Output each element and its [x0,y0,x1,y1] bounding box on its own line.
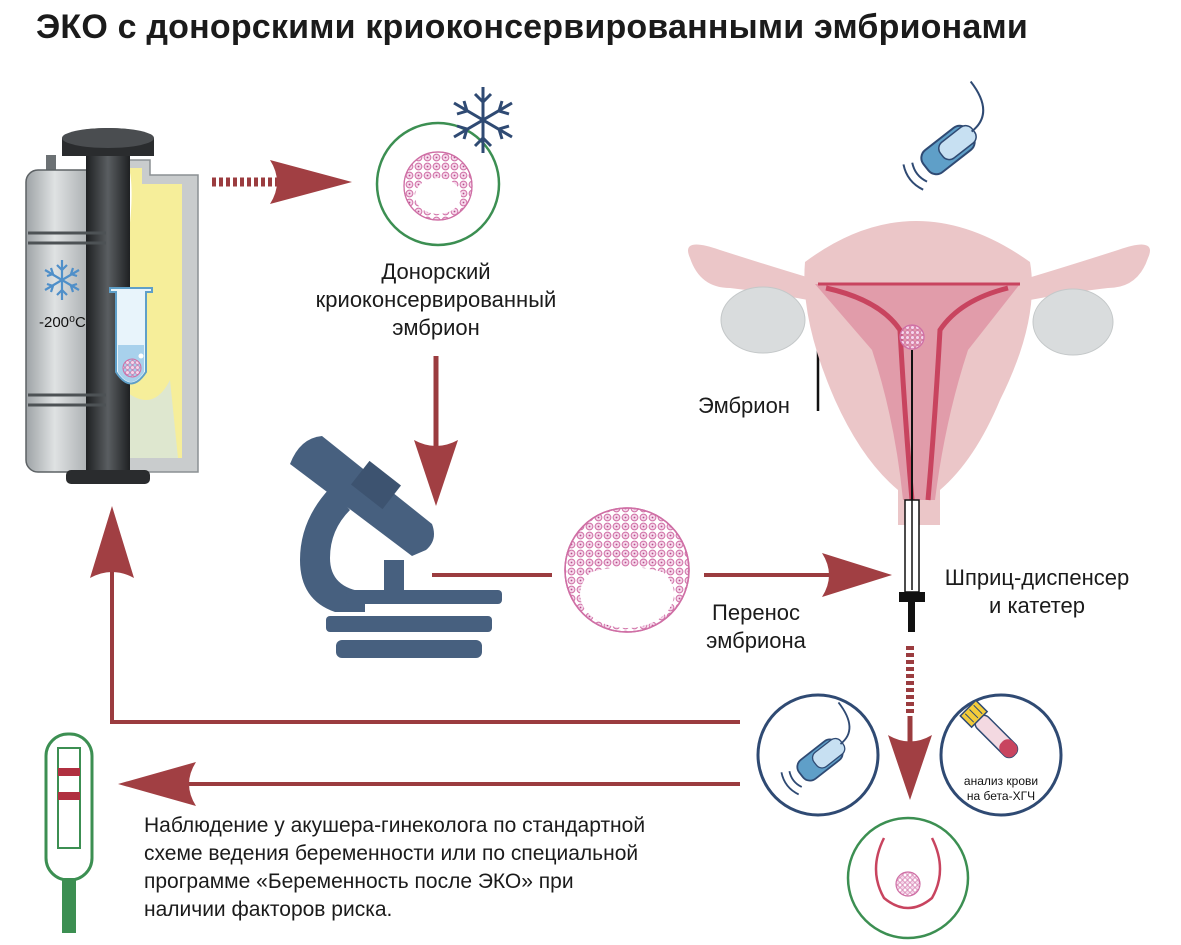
transfer-line-1: Перенос [712,600,800,625]
syringe-line-1: Шприц-диспенсер [944,565,1130,590]
ultrasound-check-circle [756,693,880,817]
observation-line-2: схеме ведения беременности или по специа… [144,842,639,865]
uterus-icon [688,221,1150,525]
process-arrows [90,160,932,806]
blood-test-line-1: анализ крови [963,774,1039,788]
blood-test-tube-icon [959,699,1019,759]
transfer-label: Перенос эмбриона [686,599,826,655]
cryo-tank-icon [25,128,199,484]
microscope-icon [290,436,502,658]
syringe-line-2: и катетер [989,593,1085,618]
pregnancy-test-icon [44,732,94,933]
blood-test-circle [939,693,1063,817]
donor-embryo-icon [375,87,513,247]
observation-line-1: Наблюдение у акушера-гинеколога по станд… [144,814,646,837]
donor-embryo-line-1: Донорский [381,259,491,284]
blood-test-line-2: на бета-ХГЧ [966,789,1036,803]
embryo-icon [564,507,690,633]
transfer-line-2: эмбриона [706,628,806,653]
observation-note: Наблюдение у акушера-гинеколога по станд… [144,812,645,924]
blood-test-label: анализ крови на бета-ХГЧ [951,774,1051,804]
ultrasound-probe-icon [780,701,851,796]
page-title: ЭКО с донорскими криоконсервированными э… [36,8,1028,46]
embryo-label: Эмбрион [698,393,790,418]
ultrasound-probe-icon [902,80,985,191]
observation-line-4: наличии факторов риска. [144,898,393,921]
donor-embryo-line-2: криоконсервированный [315,287,557,312]
donor-embryo-line-3: эмбрион [392,315,480,340]
tank-temperature: -200⁰С [39,314,86,331]
observation-line-3: программе «Беременность после ЭКО» при [144,870,574,893]
snowflake-icon [44,260,80,300]
syringe-catheter-icon [899,350,925,632]
donor-embryo-label: Донорский криоконсервированный эмбрион [296,258,576,342]
pregnancy-circle [846,816,970,940]
syringe-label: Шприц-диспенсер и катетер [922,564,1152,620]
snowflake-icon [453,87,513,153]
